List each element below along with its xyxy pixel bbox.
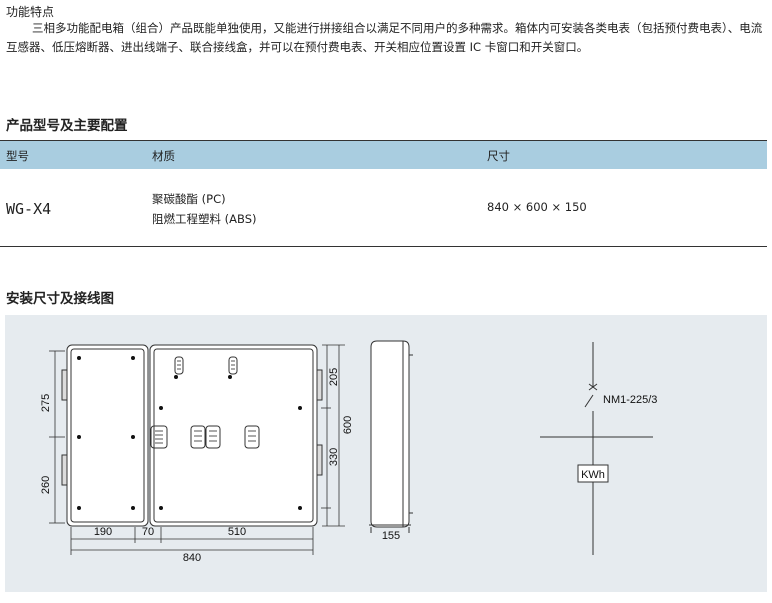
table-header-row: 型号 材质 尺寸 (0, 141, 767, 169)
wiring-diagram (540, 342, 653, 555)
header-material: 材质 (152, 149, 175, 163)
installation-diagram: 275 260 205 330 600 190 70 510 840 (40, 340, 657, 564)
kwh-meter-label: KWh (581, 469, 605, 481)
right-box-outline (149, 344, 318, 527)
spec-section-title: 产品型号及主要配置 (6, 118, 128, 134)
breaker-window (150, 425, 168, 449)
width-dimension (70, 527, 314, 555)
left-height-dimension (49, 350, 65, 524)
left-box-inner (70, 348, 145, 523)
features-title: 功能特点 (6, 5, 55, 19)
dim-510: 510 (228, 526, 246, 538)
dim-190: 190 (94, 526, 112, 538)
right-box-inner (153, 348, 314, 523)
dim-275: 275 (40, 394, 52, 412)
dim-840: 840 (183, 552, 201, 564)
model-cell: WG-X4 (6, 200, 52, 218)
dim-330: 330 (328, 448, 340, 466)
features-body: 三相多功能配电箱（组合）产品既能单独使用，又能进行拼接组合以满足不同用户的多种需… (6, 21, 763, 54)
table-top-rule (0, 140, 767, 141)
dim-155: 155 (382, 530, 400, 542)
installation-diagram-panel: 275 260 205 330 600 190 70 510 840 (5, 315, 767, 592)
left-box-outline (66, 344, 149, 527)
material-abs: 阻燃工程塑料 (ABS) (152, 212, 257, 226)
material-pc: 聚碳酸酯 (PC) (152, 192, 226, 206)
breaker-label: NM1-225/3 (603, 394, 657, 406)
install-section-title: 安装尺寸及接线图 (6, 291, 114, 307)
table-bottom-rule (0, 246, 767, 247)
dim-205: 205 (328, 368, 340, 386)
dim-260: 260 (40, 476, 52, 494)
header-size: 尺寸 (487, 149, 510, 163)
dim-70: 70 (142, 526, 154, 538)
header-model: 型号 (6, 149, 29, 163)
right-height-dimension (321, 344, 345, 527)
material-cell: 聚碳酸酯 (PC) 阻燃工程塑料 (ABS) (152, 189, 256, 229)
side-view (369, 340, 413, 533)
dim-600: 600 (342, 416, 354, 434)
size-cell: 840 × 600 × 150 (487, 200, 587, 214)
